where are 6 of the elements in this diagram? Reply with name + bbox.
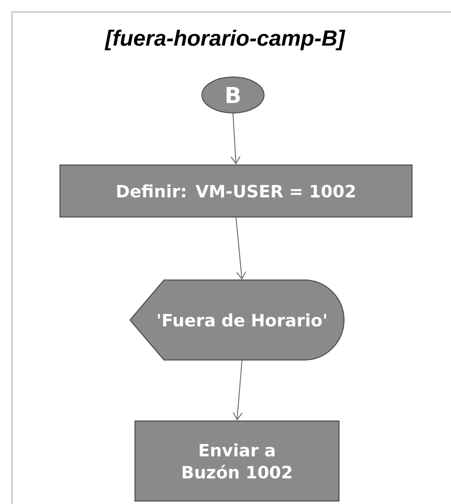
arrow (230, 113, 240, 164)
arrow (232, 360, 243, 420)
arrow (236, 217, 246, 280)
title: [fuera-horario-camp-B] (104, 30, 346, 50)
process-box: Definir: VM-USER = 1002 (60, 164, 412, 218)
process-box: Enviar a Buzón 1002 (134, 420, 340, 502)
